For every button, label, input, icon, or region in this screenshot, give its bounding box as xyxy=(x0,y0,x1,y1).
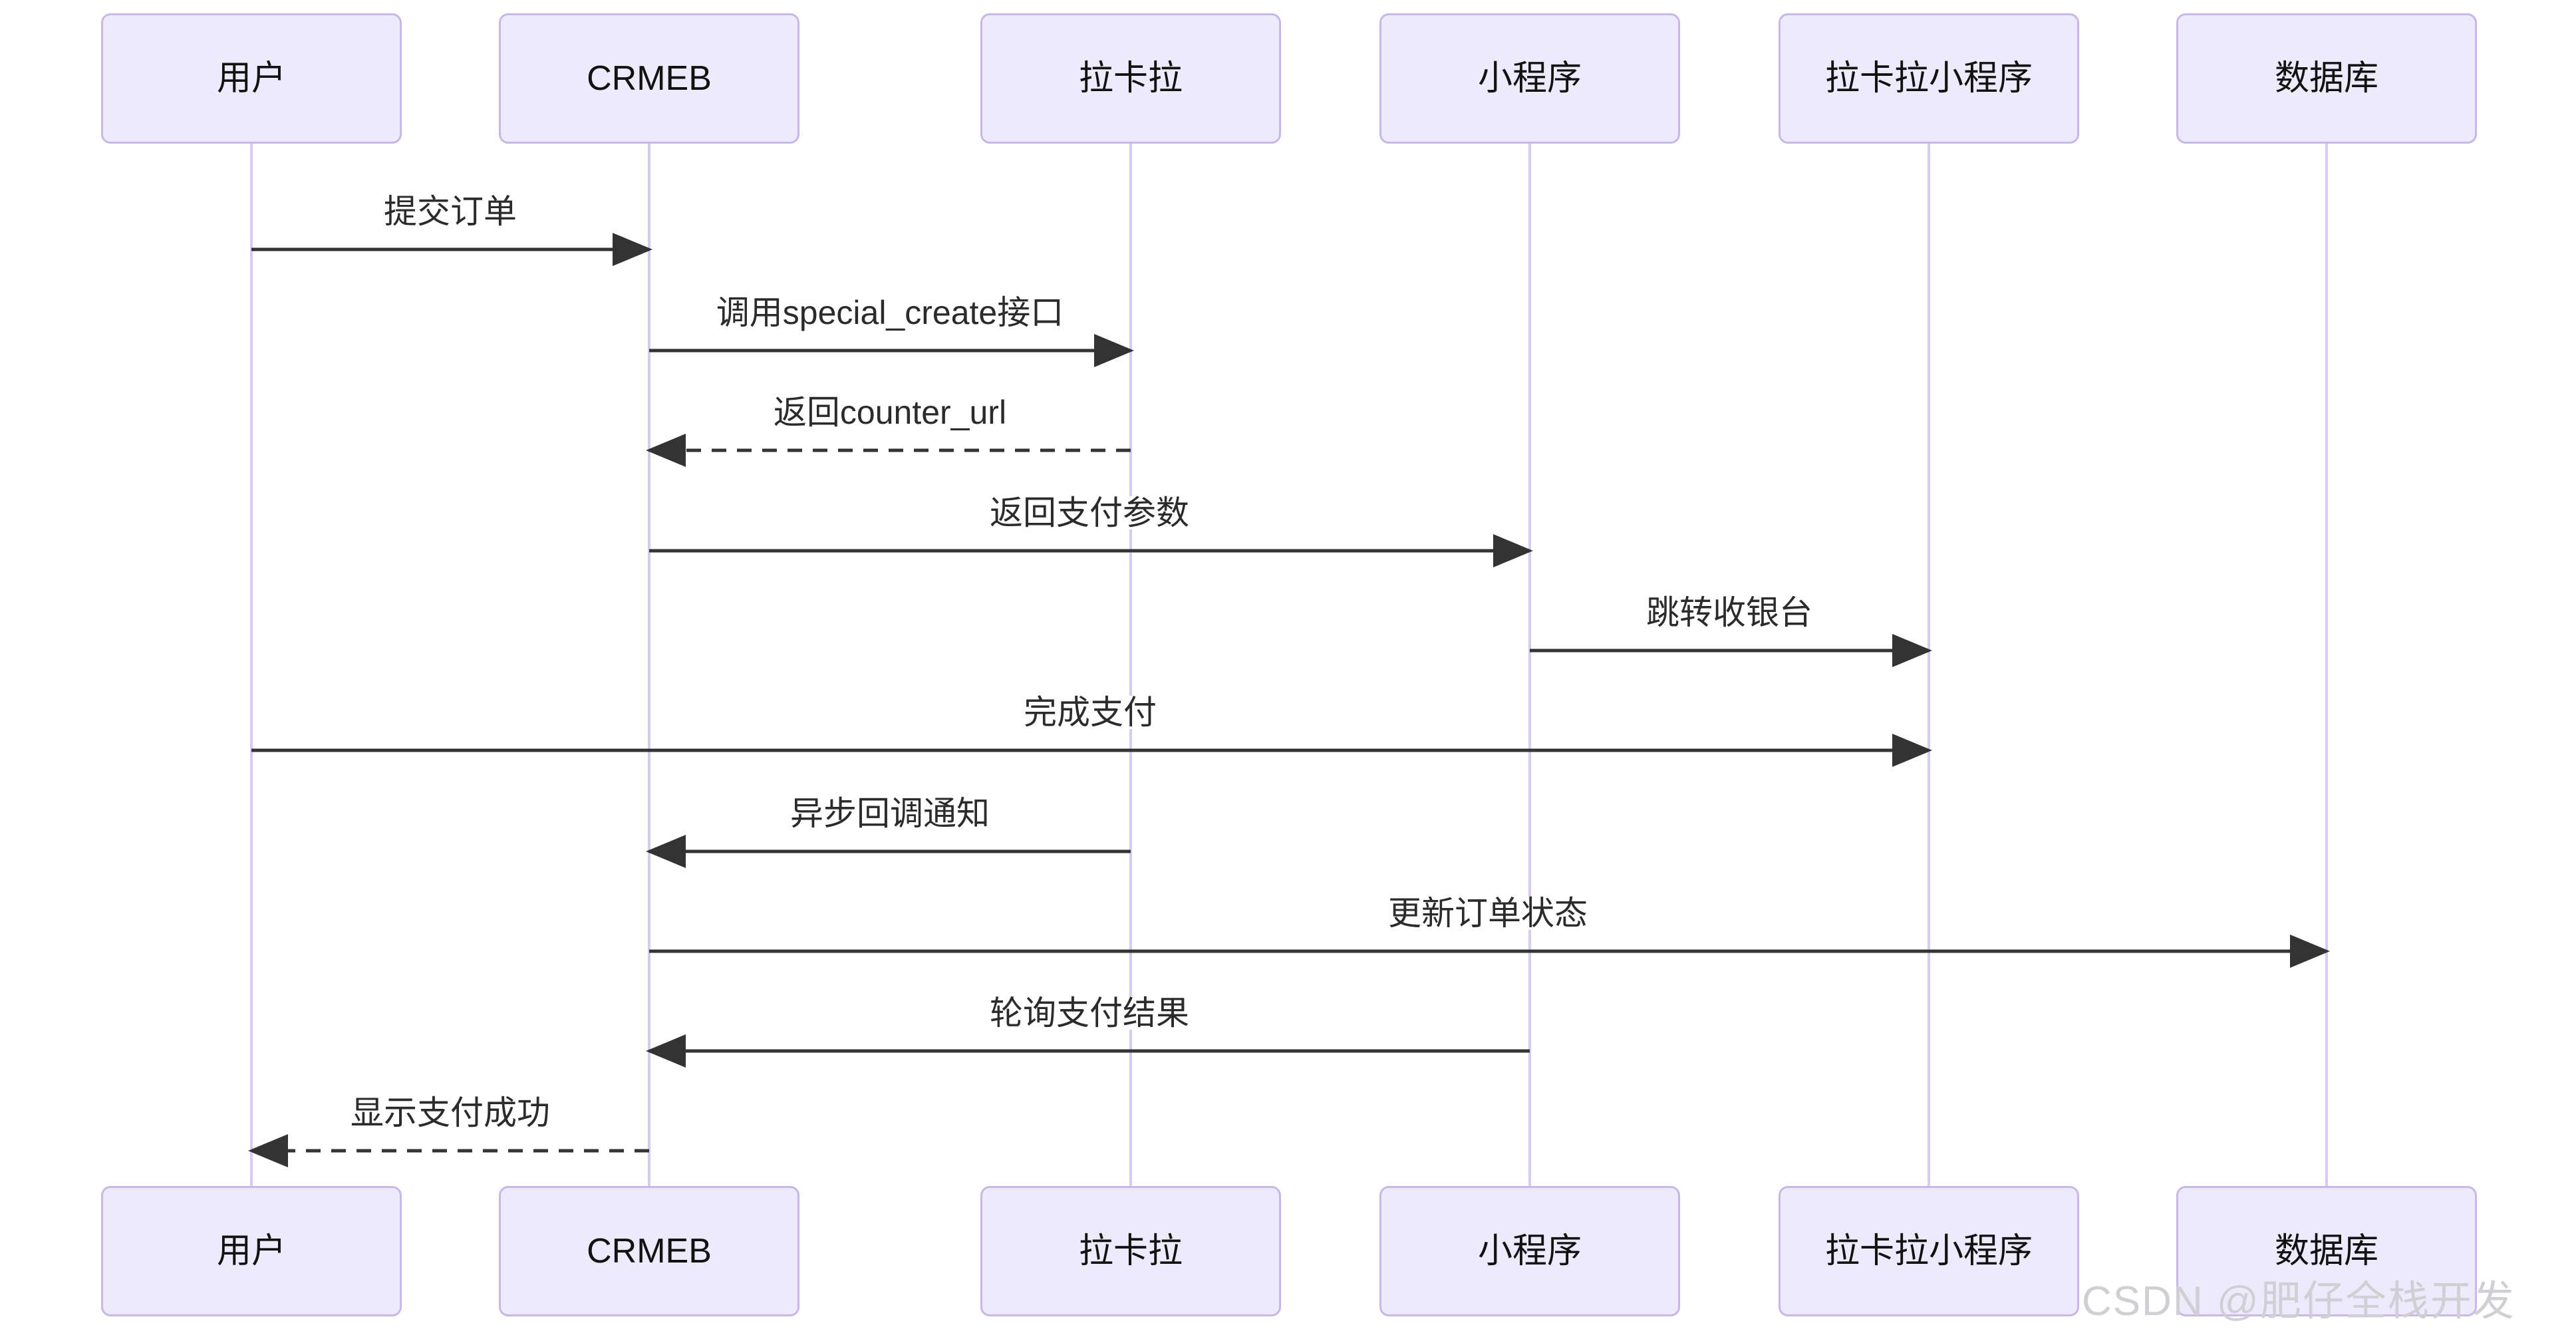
message-label-5: 跳转收银台 xyxy=(1637,596,1822,629)
participant-box-db-top[interactable]: 数据库 xyxy=(2176,13,2477,144)
message-label-10: 显示支付成功 xyxy=(341,1096,559,1129)
participant-label-lkmini: 拉卡拉小程序 xyxy=(1824,1232,2033,1270)
participant-label-lkmini: 拉卡拉小程序 xyxy=(1824,59,2033,98)
participant-box-mini-top[interactable]: 小程序 xyxy=(1379,13,1680,144)
participant-label-db: 数据库 xyxy=(2274,59,2378,98)
message-label-4: 返回支付参数 xyxy=(980,496,1199,529)
participant-label-lakala: 拉卡拉 xyxy=(1078,59,1183,98)
participant-box-mini-bottom[interactable]: 小程序 xyxy=(1379,1186,1680,1316)
participant-label-mini: 小程序 xyxy=(1477,1232,1582,1270)
participant-label-lakala: 拉卡拉 xyxy=(1078,1232,1183,1270)
participant-box-lakala-top[interactable]: 拉卡拉 xyxy=(980,13,1281,144)
csdn-watermark: CSDN @肥仔全栈开发 xyxy=(2082,1278,2515,1324)
participant-box-lakala-bottom[interactable]: 拉卡拉 xyxy=(980,1186,1281,1316)
participant-box-lkmini-bottom[interactable]: 拉卡拉小程序 xyxy=(1779,1186,2079,1316)
participant-label-crmeb: CRMEB xyxy=(587,59,712,98)
participant-label-crmeb: CRMEB xyxy=(587,1232,712,1270)
message-arrows-group xyxy=(248,233,2330,1167)
message-label-7: 异步回调通知 xyxy=(781,797,999,830)
participant-box-crmeb-bottom[interactable]: CRMEB xyxy=(499,1186,799,1316)
message-label-9: 轮询支付结果 xyxy=(980,996,1199,1030)
participant-box-db-bottom[interactable]: 数据库 xyxy=(2176,1186,2477,1316)
message-label-8: 更新订单状态 xyxy=(1379,897,1597,930)
lifelines-group xyxy=(250,144,2328,1186)
message-label-6: 完成支付 xyxy=(1014,696,1166,729)
participant-box-user-bottom[interactable]: 用户 xyxy=(101,1186,402,1316)
participant-box-user-top[interactable]: 用户 xyxy=(101,13,402,144)
message-label-3: 返回counter_url xyxy=(764,396,1016,429)
participant-box-crmeb-top[interactable]: CRMEB xyxy=(499,13,799,144)
participant-label-user: 用户 xyxy=(216,59,286,98)
participant-label-db: 数据库 xyxy=(2274,1232,2378,1270)
message-label-2: 调用special_create接口 xyxy=(706,296,1073,329)
participant-box-lkmini-top[interactable]: 拉卡拉小程序 xyxy=(1779,13,2079,144)
participant-label-mini: 小程序 xyxy=(1477,59,1582,98)
participant-label-user: 用户 xyxy=(216,1232,286,1270)
message-label-1: 提交订单 xyxy=(374,195,526,228)
